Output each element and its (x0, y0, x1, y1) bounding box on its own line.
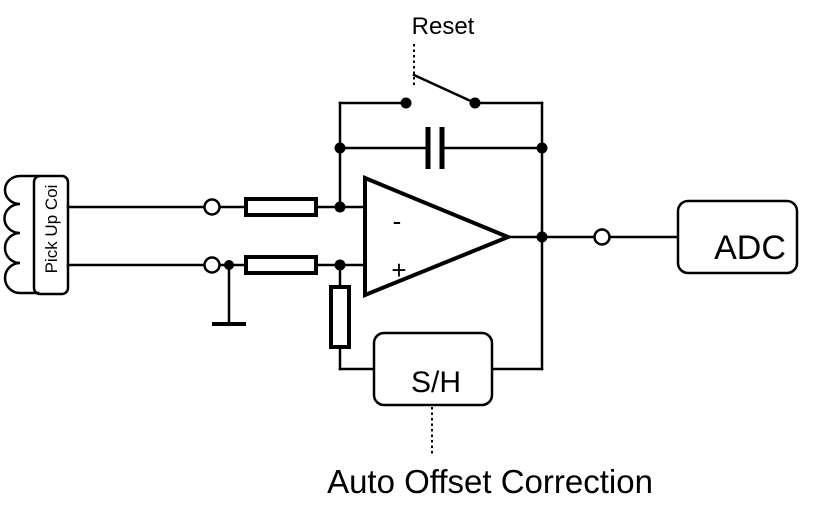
auto-offset-label: Auto Offset Correction (327, 463, 653, 500)
output-terminal (593, 228, 611, 246)
adc-block (676, 199, 799, 275)
inverting-input-label: - (393, 206, 402, 236)
op-amp: - + (363, 175, 514, 298)
input-terminal-top (203, 198, 221, 216)
reset-label: Reset (412, 13, 475, 40)
input-resistor-top (244, 197, 318, 217)
reset-switch (338, 44, 544, 109)
non-inverting-input-label: + (391, 255, 406, 285)
sample-hold-label: S/H (411, 366, 461, 399)
pickup-coil: Pick Up Coi (3, 174, 70, 296)
input-resistor-bottom (244, 255, 318, 275)
input-terminal-bottom (203, 256, 221, 274)
offset-resistor (329, 285, 351, 349)
pickup-coil-label: Pick Up Coi (42, 185, 61, 274)
adc-label: ADC (714, 229, 786, 267)
sample-hold-block (372, 331, 494, 407)
feedback-capacitor (334, 127, 548, 169)
